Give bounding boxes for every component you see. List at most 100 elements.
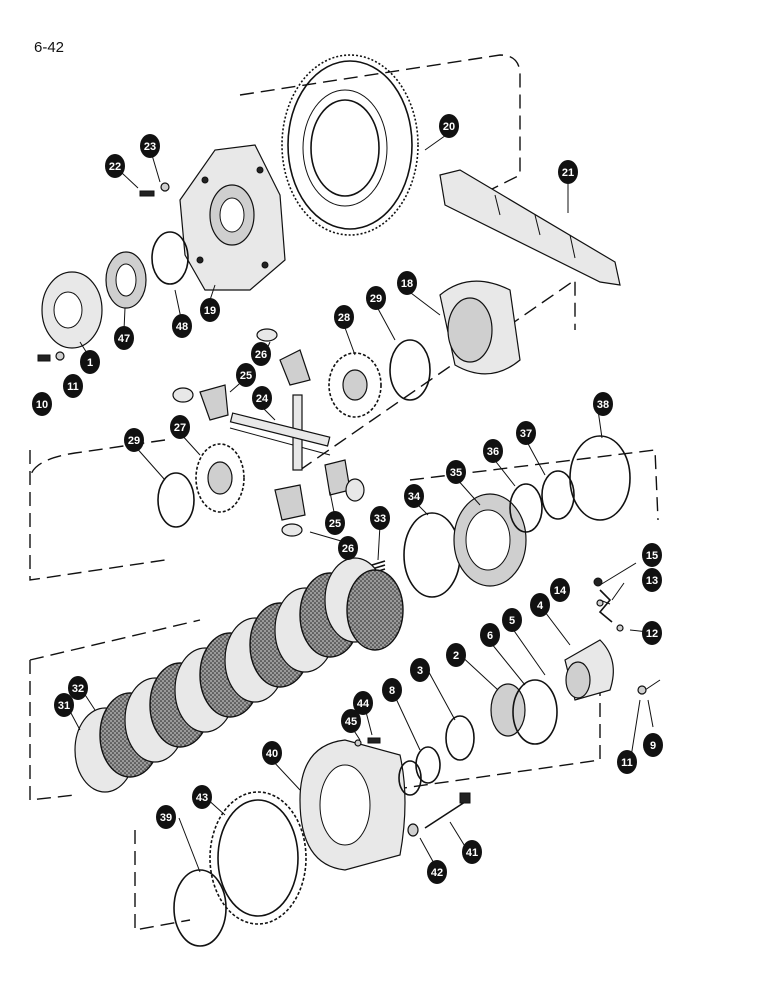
clutch-drum [299, 739, 406, 871]
callout-bubble [105, 154, 125, 178]
callout-bubble [558, 160, 578, 184]
callout-bubble [462, 840, 482, 864]
thrust-washer-upper [389, 339, 431, 401]
callout-13: 13 [642, 568, 662, 592]
callout-14: 14 [550, 578, 570, 602]
callout-19: 19 [200, 298, 220, 322]
callout-bubble [530, 593, 550, 617]
page-number: 6-42 [34, 39, 64, 56]
callout-8: 8 [382, 678, 402, 702]
callout-29: 29 [124, 428, 144, 452]
callout-11: 11 [617, 750, 637, 774]
callout-number: 19 [204, 305, 216, 317]
callout-bubble [200, 298, 220, 322]
callout-3: 3 [410, 658, 430, 682]
callout-number: 20 [443, 121, 455, 133]
callout-bubble [410, 658, 430, 682]
callout-number: 48 [176, 321, 188, 333]
callout-10: 10 [32, 392, 52, 416]
callout-36: 36 [483, 439, 503, 463]
callout-43: 43 [192, 785, 212, 809]
snap-ring-small [173, 869, 227, 947]
callout-number: 31 [58, 700, 70, 712]
callout-28: 28 [334, 305, 354, 329]
callout-6: 6 [480, 623, 500, 647]
callout-number: 12 [646, 628, 658, 640]
grouping-dashed-lines [29, 54, 659, 931]
callout-31: 31 [54, 693, 74, 717]
clutch-disc-pack [74, 557, 404, 793]
callout-number: 25 [240, 370, 252, 382]
tapered-roller-bearing [105, 251, 147, 309]
callout-22: 22 [105, 154, 125, 178]
callout-bubble [642, 568, 662, 592]
callout-number: 26 [255, 349, 267, 361]
small-fasteners [37, 182, 661, 747]
callout-41: 41 [462, 840, 482, 864]
callout-bubble [550, 578, 570, 602]
callout-number: 28 [338, 312, 350, 324]
callout-bubble [32, 392, 52, 416]
callout-33: 33 [370, 506, 390, 530]
callout-bubble [63, 374, 83, 398]
callout-bubble [366, 286, 386, 310]
callout-number: 11 [621, 757, 633, 769]
callout-number: 25 [329, 518, 341, 530]
bearing-carrier [564, 639, 614, 701]
callout-bubble [252, 386, 272, 410]
callout-number: 37 [520, 428, 532, 440]
callout-number: 21 [562, 167, 574, 179]
clutch-disc [346, 569, 404, 651]
side-gear-upper [328, 352, 382, 418]
callout-bubble [124, 428, 144, 452]
callout-number: 27 [174, 422, 186, 434]
callout-bubble [642, 621, 662, 645]
callout-32: 32 [68, 676, 88, 700]
callout-number: 34 [408, 491, 421, 503]
callout-20: 20 [439, 114, 459, 138]
backing-plate [403, 512, 461, 598]
callout-45: 45 [341, 709, 361, 733]
side-gear-lower [195, 443, 245, 513]
callout-bubble [502, 608, 522, 632]
callout-number: 29 [370, 293, 382, 305]
callout-bubble [480, 623, 500, 647]
pinion-thrust-washers [172, 328, 365, 537]
callout-number: 22 [109, 161, 121, 173]
ring-gear [281, 54, 419, 236]
callout-18: 18 [397, 271, 417, 295]
callout-bubble [140, 134, 160, 158]
callout-bubble [516, 421, 536, 445]
callout-number: 42 [431, 867, 443, 879]
callout-bubble [341, 709, 361, 733]
callout-number: 40 [266, 748, 278, 760]
callout-number: 1 [87, 357, 93, 369]
callout-48: 48 [172, 314, 192, 338]
callout-bubble [170, 415, 190, 439]
snap-ring-large [569, 435, 631, 521]
callout-bubble [156, 805, 176, 829]
callout-number: 10 [36, 399, 48, 411]
bearing-cover [41, 271, 103, 349]
callout-bubble [446, 643, 466, 667]
callout-24: 24 [252, 386, 272, 410]
callout-bubble [642, 543, 662, 567]
callout-number: 13 [646, 575, 658, 587]
callout-2: 2 [446, 643, 466, 667]
bearing-right [490, 683, 526, 737]
callout-44: 44 [353, 691, 373, 715]
callout-25: 25 [236, 363, 256, 387]
callout-number: 45 [345, 716, 357, 728]
bearing-cup-right [445, 715, 475, 761]
callout-bubble [114, 326, 134, 350]
callout-number: 39 [160, 812, 172, 824]
pinion-shaft [439, 169, 621, 286]
differential-case [179, 144, 286, 291]
callout-bubble [446, 460, 466, 484]
callout-number: 26 [342, 543, 354, 555]
callout-number: 36 [487, 446, 499, 458]
callout-number: 29 [128, 435, 140, 447]
callout-bubble [68, 676, 88, 700]
callout-bubble [251, 342, 271, 366]
